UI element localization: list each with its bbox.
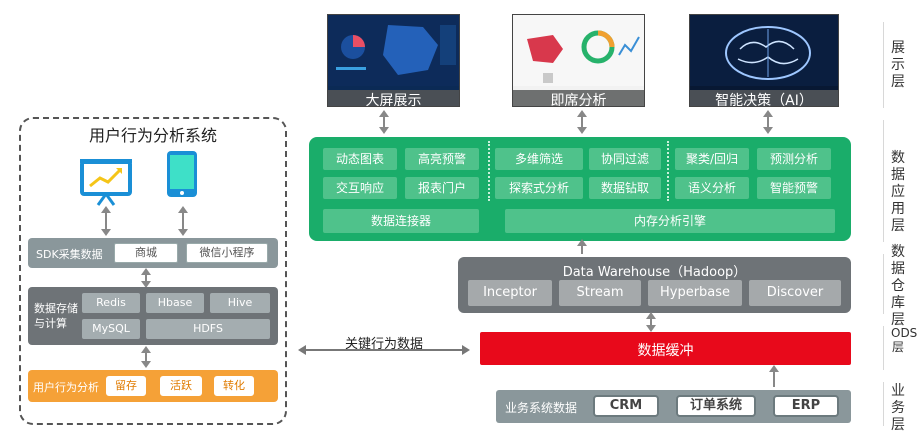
analysis-chip-active: 活跃 — [160, 376, 202, 396]
key-behavior-arrow — [298, 345, 470, 355]
ods-buffer-label: 数据缓冲 — [637, 343, 694, 359]
board-sdk-arrow — [101, 206, 111, 236]
app-chip-interaction: 交互响应 — [323, 177, 397, 199]
ai-decision-label: 智能决策（AI） — [690, 90, 838, 106]
app-chip-highlight-alert: 高亮预警 — [405, 148, 479, 170]
storage-chip-hive: Hive — [210, 293, 270, 313]
app-chip-prediction: 预测分析 — [757, 148, 831, 170]
business-chip-crm: CRM — [593, 395, 659, 417]
app-separator-1 — [488, 141, 490, 201]
warehouse-title: Data Warehouse（Hadoop） — [562, 265, 747, 280]
display-arrow-3 — [763, 110, 773, 134]
layer-label-app: 数据应用层 — [891, 150, 905, 234]
layer-label-display: 展示层 — [891, 40, 905, 90]
data-warehouse-panel: Data Warehouse（Hadoop） Inceptor Stream H… — [458, 257, 851, 313]
layer-label-ods: ODS层 — [891, 326, 918, 354]
sdk-chip-miniprogram: 微信小程序 — [186, 243, 268, 263]
app-chip-multi-filter: 多维筛选 — [495, 148, 583, 170]
layer-separator-business — [883, 382, 884, 426]
analysis-chip-retention: 留存 — [106, 376, 146, 396]
storage-label: 数据存储 与计算 — [34, 301, 78, 331]
storage-chip-hdfs: HDFS — [146, 319, 270, 339]
sdk-storage-arrow — [141, 268, 151, 288]
warehouse-chip-hyperbase: Hyperbase — [648, 280, 742, 306]
warehouse-chip-discover: Discover — [749, 280, 841, 306]
business-chip-erp: ERP — [773, 395, 839, 417]
app-chip-collab-filter: 协同过滤 — [589, 148, 661, 170]
big-screen-thumbnail: 大屏展示 — [327, 14, 460, 107]
layer-separator-app — [883, 120, 884, 242]
app-data-connector: 数据连接器 — [323, 209, 479, 233]
storage-bar: 数据存储 与计算 Redis Hbase Hive MySQL HDFS — [28, 287, 278, 345]
analysis-label: 用户行为分析 — [33, 381, 99, 394]
app-memory-engine: 内存分析引擎 — [505, 209, 835, 233]
sdk-chip-mall: 商城 — [114, 243, 178, 263]
storage-chip-hbase: Hbase — [146, 293, 204, 313]
storage-label-line2: 与计算 — [34, 317, 67, 330]
display-arrow-2 — [577, 110, 587, 134]
tablet-sdk-arrow — [178, 206, 188, 236]
business-systems-bar: 业务系统数据 CRM 订单系统 ERP — [496, 390, 851, 423]
layer-separator-warehouse — [883, 254, 884, 314]
layer-label-warehouse: 数据仓库层 — [891, 244, 905, 328]
tablet-icon — [166, 150, 198, 198]
ad-hoc-analysis-thumbnail: 即席分析 — [512, 14, 645, 107]
display-arrow-1 — [379, 110, 389, 134]
layer-separator-display — [883, 22, 884, 108]
app-chip-report-portal: 报表门户 — [405, 177, 479, 199]
ai-decision-thumbnail: 智能决策（AI） — [689, 14, 839, 107]
user-behavior-system-panel — [19, 117, 287, 425]
ods-buffer-bar: 数据缓冲 — [480, 332, 851, 365]
app-chip-dynamic-charts: 动态图表 — [323, 148, 397, 170]
app-chip-smart-alert: 智能预警 — [757, 177, 831, 199]
app-warehouse-arrow — [577, 239, 587, 254]
storage-chip-mysql: MySQL — [82, 319, 140, 339]
analysis-chip-conversion: 转化 — [214, 376, 254, 396]
app-chip-drilldown: 数据钻取 — [589, 177, 661, 199]
layer-separator-ods — [883, 326, 884, 370]
ad-hoc-analysis-label: 即席分析 — [513, 90, 644, 106]
app-chip-exploratory: 探索式分析 — [495, 177, 583, 199]
left-panel-title: 用户行为分析系统 — [88, 126, 217, 145]
presentation-board-icon — [80, 158, 132, 206]
warehouse-chip-inceptor: Inceptor — [468, 280, 552, 306]
sdk-bar: SDK采集数据 商城 微信小程序 — [28, 238, 278, 268]
app-chip-clustering: 聚类/回归 — [675, 148, 749, 170]
warehouse-ods-arrow — [646, 312, 656, 332]
warehouse-chip-stream: Stream — [559, 280, 641, 306]
app-chip-semantic: 语义分析 — [675, 177, 749, 199]
layer-label-business: 业务层 — [891, 383, 905, 433]
key-behavior-label: 关键行为数据 — [345, 337, 424, 352]
big-screen-label: 大屏展示 — [328, 90, 459, 106]
sdk-label: SDK采集数据 — [36, 248, 103, 261]
business-label: 业务系统数据 — [505, 401, 578, 415]
storage-chip-redis: Redis — [82, 293, 140, 313]
storage-label-line1: 数据存储 — [34, 302, 78, 315]
storage-analysis-arrow — [141, 346, 151, 368]
data-application-panel: 动态图表 高亮预警 交互响应 报表门户 多维筛选 协同过滤 探索式分析 数据钻取… — [309, 137, 851, 241]
business-chip-orders: 订单系统 — [676, 395, 756, 417]
app-separator-2 — [667, 141, 669, 201]
business-ods-arrow — [769, 365, 779, 387]
analysis-bar: 用户行为分析 留存 活跃 转化 — [28, 370, 278, 402]
